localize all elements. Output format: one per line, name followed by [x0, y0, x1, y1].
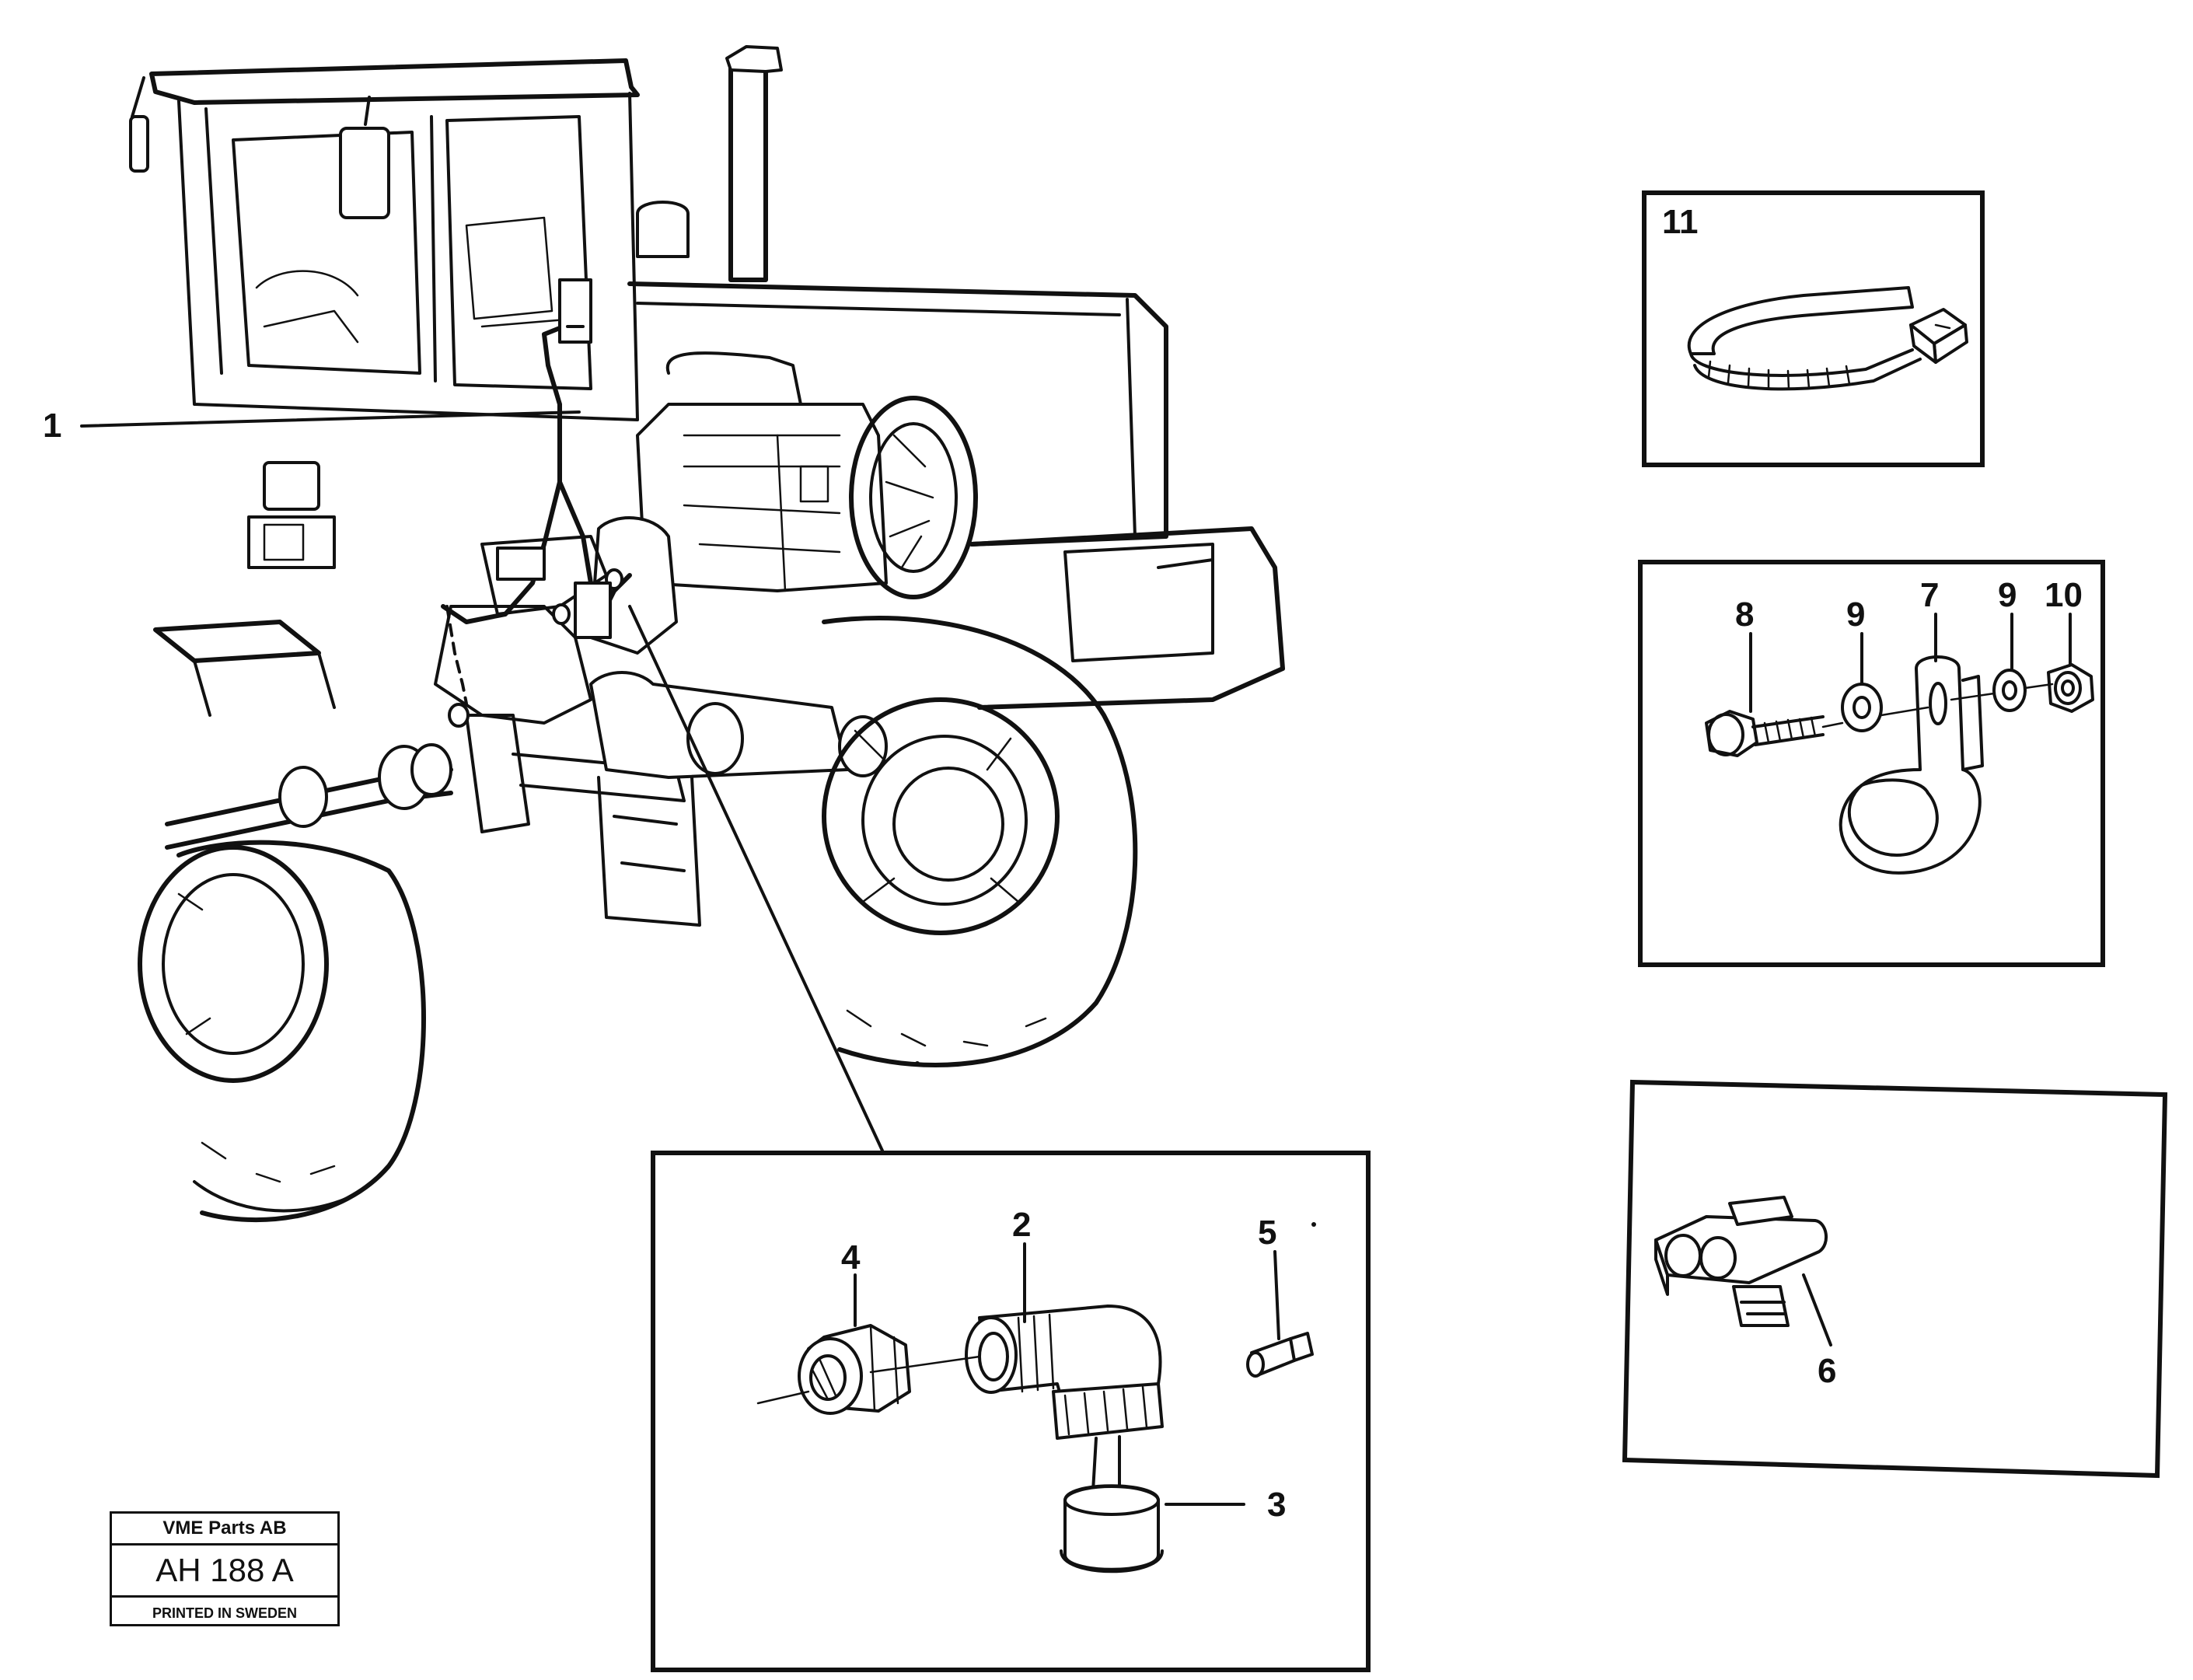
item-2-elbow: [965, 1305, 1164, 1440]
callout-6: 6: [1818, 1352, 1836, 1390]
item-4-nut: [798, 1324, 911, 1415]
callout-5: 5: [1258, 1214, 1276, 1252]
title-stamp: VME Parts AB AH 188 A PRINTED IN SWEDEN: [110, 1511, 340, 1626]
callout-10: 10: [2045, 576, 2083, 614]
callout-4: 4: [841, 1238, 861, 1277]
stamp-company: VME Parts AB: [112, 1514, 337, 1546]
stamp-printed: PRINTED IN SWEDEN: [112, 1595, 337, 1629]
leader-line-1: [80, 410, 581, 428]
detail-box-clamp: [1638, 560, 2105, 967]
detail-box-connector: [651, 1151, 1371, 1672]
item-10-nut: [2047, 663, 2094, 713]
callout-2: 2: [1012, 1206, 1031, 1244]
item-11-cable-tie: [1687, 286, 1968, 391]
callout-9-right: 9: [1998, 576, 2017, 614]
detail-box-cable-tie: [1642, 190, 1985, 467]
item-9-washer-left: [1841, 683, 1883, 732]
detail-leader-line: [628, 605, 884, 1152]
detail-box-connector-holder: [1622, 1079, 2168, 1479]
stamp-code: AH 188 A: [155, 1552, 294, 1588]
callout-3: 3: [1267, 1486, 1286, 1524]
item-9-washer-right: [1992, 669, 2027, 712]
callout-9-left: 9: [1846, 596, 1865, 634]
callout-7: 7: [1920, 576, 1939, 614]
item-5-terminal: [1246, 1332, 1314, 1378]
callout-1: 1: [43, 407, 61, 445]
item-8-bolt: [1705, 710, 1825, 757]
callout-8: 8: [1735, 596, 1754, 634]
wheel-loader-illustration: [129, 45, 1285, 1223]
item-6-connector: [1654, 1196, 1828, 1327]
item-7-clamp: [1839, 655, 1984, 875]
item-3-sensor: [1060, 1435, 1164, 1573]
callout-11: 11: [1662, 203, 1699, 241]
